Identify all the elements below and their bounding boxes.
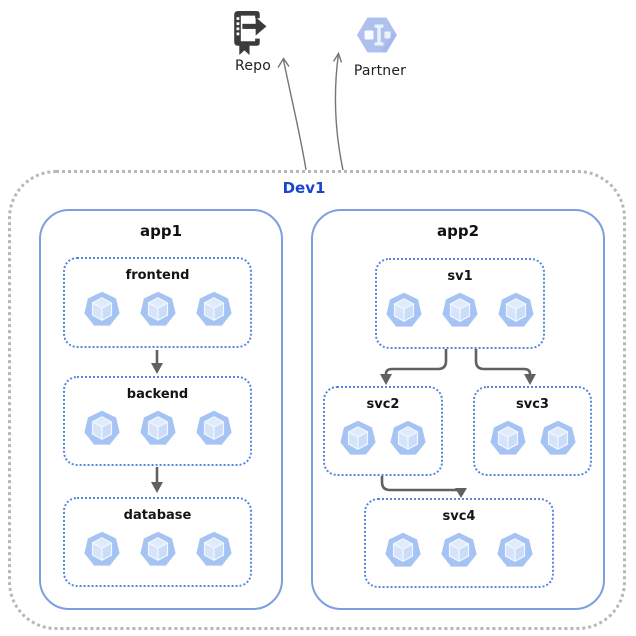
app2-title: app2 [436,222,480,240]
app1-group: app1 frontend backend database [39,209,283,610]
cluster-dev1: Dev1 [8,170,626,630]
sv1-pods [377,291,543,329]
pod-icon [83,291,120,327]
service-frontend: frontend [63,257,252,348]
service-sv1: sv1 [375,258,545,349]
pod-icon [339,420,377,456]
arrow-dev1-repo [277,57,307,171]
service-database-title: database [123,508,192,523]
pod-icon [195,410,232,446]
service-backend-title: backend [126,387,189,402]
service-database: database [63,497,252,587]
pod-icon [83,410,120,446]
arrow-dev1-partner [332,51,344,171]
pod-icon [385,292,423,328]
cluster-dev1-label: Dev1 [282,179,326,197]
service-svc2: svc2 [323,386,443,476]
pod-icon [139,291,176,327]
pod-icon [389,420,427,456]
service-backend: backend [63,376,252,466]
service-svc2-title: svc2 [366,397,400,412]
service-sv1-title: sv1 [447,269,473,284]
pod-icon [489,420,526,456]
database-pods [65,530,250,568]
pod-icon [195,531,232,567]
service-frontend-title: frontend [125,268,190,283]
partner-label: Partner [353,63,407,79]
pod-icon [440,532,478,568]
pod-icon [195,291,232,327]
source-repository-icon [234,11,267,55]
service-svc4-title: svc4 [442,509,476,524]
svc2-pods [325,419,441,457]
svc4-pods [366,531,552,569]
backend-pods [65,409,250,447]
svc3-pods [475,419,590,457]
pod-icon [384,532,422,568]
pod-icon [139,531,176,567]
pod-icon [139,410,176,446]
pod-icon [496,532,534,568]
app1-title: app1 [139,222,183,240]
pod-icon [539,420,576,456]
frontend-pods [65,290,250,328]
app2-group: app2 sv1 svc2 svc3 svc4 [311,209,605,610]
service-svc3-title: svc3 [516,397,549,412]
service-svc3: svc3 [473,386,592,476]
pod-icon [441,292,479,328]
service-svc4: svc4 [364,498,554,588]
partner-hexagon-icon [357,17,397,53]
pod-icon [83,531,120,567]
pod-icon [497,292,535,328]
repo-label: Repo [235,58,271,74]
